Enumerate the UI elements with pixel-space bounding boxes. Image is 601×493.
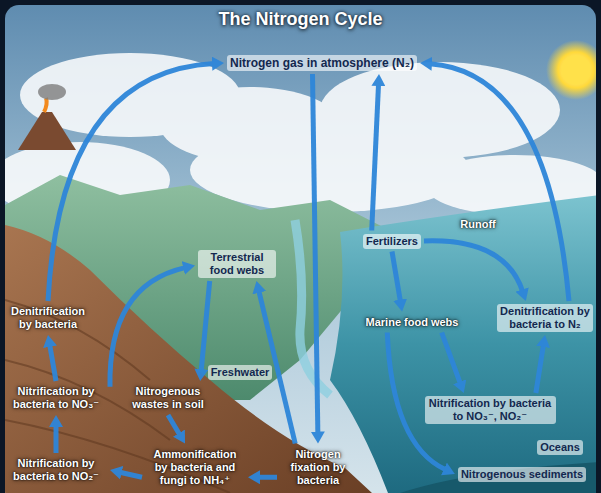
node-text: Denitrification by bacteria to N₂ — [500, 305, 590, 331]
cycle-arrow — [372, 84, 379, 231]
node-text: Ammonification by bacteria and fungi to … — [148, 448, 242, 487]
cycle-arrow — [424, 241, 523, 292]
cycle-arrow — [120, 472, 142, 477]
diagram-title: The Nitrogen Cycle — [0, 9, 601, 30]
sun — [561, 55, 591, 85]
node-text: Terrestrial food webs — [201, 251, 273, 277]
cycle-arrow — [50, 345, 56, 381]
volcano — [18, 112, 76, 150]
cycle-arrow — [201, 281, 210, 371]
smoke — [38, 84, 66, 100]
cycle-arrow — [258, 475, 277, 480]
cycle-arrow — [48, 64, 214, 301]
lava — [44, 98, 47, 112]
label-node: Fertilizers — [363, 234, 421, 249]
cycle-arrow — [442, 333, 461, 384]
cycle-arrow — [54, 425, 59, 453]
label-node: Nitrogen gas in atmosphere (N₂) — [227, 55, 417, 71]
cycle-arrow — [168, 415, 180, 435]
label-node: Nitrification by bacteria to NO₃⁻ — [5, 384, 107, 412]
node-text: Denitrification by bacteria — [8, 305, 88, 331]
node-text: Nitrogen gas in atmosphere (N₂) — [230, 56, 414, 70]
cycle-arrow — [430, 64, 569, 301]
label-node: Denitrification by bacteria — [5, 304, 91, 332]
cycle-arrow — [536, 345, 544, 393]
label-node: Denitrification by bacteria to N₂ — [497, 304, 593, 332]
label-node: Marine food webs — [363, 315, 462, 330]
region-label: Oceans — [537, 440, 583, 455]
arrow-label: Runoff — [457, 217, 498, 232]
river — [295, 220, 330, 395]
node-text: Nitrogenous wastes in soil — [125, 385, 211, 411]
region-label: Freshwater — [208, 365, 273, 380]
cycle-arrow — [392, 252, 400, 302]
sun-glow — [546, 40, 596, 100]
label-node: Terrestrial food webs — [198, 250, 276, 278]
label-node: Nitrogen fixation by bacteria — [280, 447, 356, 488]
label-node: Nitrification by bacteria to NO₃⁻, NO₂⁻ — [425, 396, 556, 424]
label-node: Nitrification by bacteria to NO₂⁻ — [5, 456, 107, 484]
node-text: Nitrification by bacteria to NO₃⁻, NO₂⁻ — [428, 397, 553, 423]
label-node: Nitrogenous sediments — [458, 467, 586, 482]
label-node: Ammonification by bacteria and fungi to … — [145, 447, 245, 488]
sediment-floor — [400, 462, 596, 493]
cycle-arrow — [312, 74, 317, 434]
node-text: Nitrification by bacteria to NO₃⁻ — [8, 385, 104, 411]
node-text: Nitrogen fixation by bacteria — [283, 448, 353, 487]
ocean — [330, 195, 596, 493]
cycle-arrow — [110, 268, 185, 387]
node-text: Nitrogenous sediments — [461, 468, 583, 481]
label-node: Nitrogenous wastes in soil — [122, 384, 214, 412]
node-text: Marine food webs — [366, 316, 459, 329]
node-text: Nitrification by bacteria to NO₂⁻ — [8, 457, 104, 483]
node-text: Fertilizers — [366, 235, 418, 248]
